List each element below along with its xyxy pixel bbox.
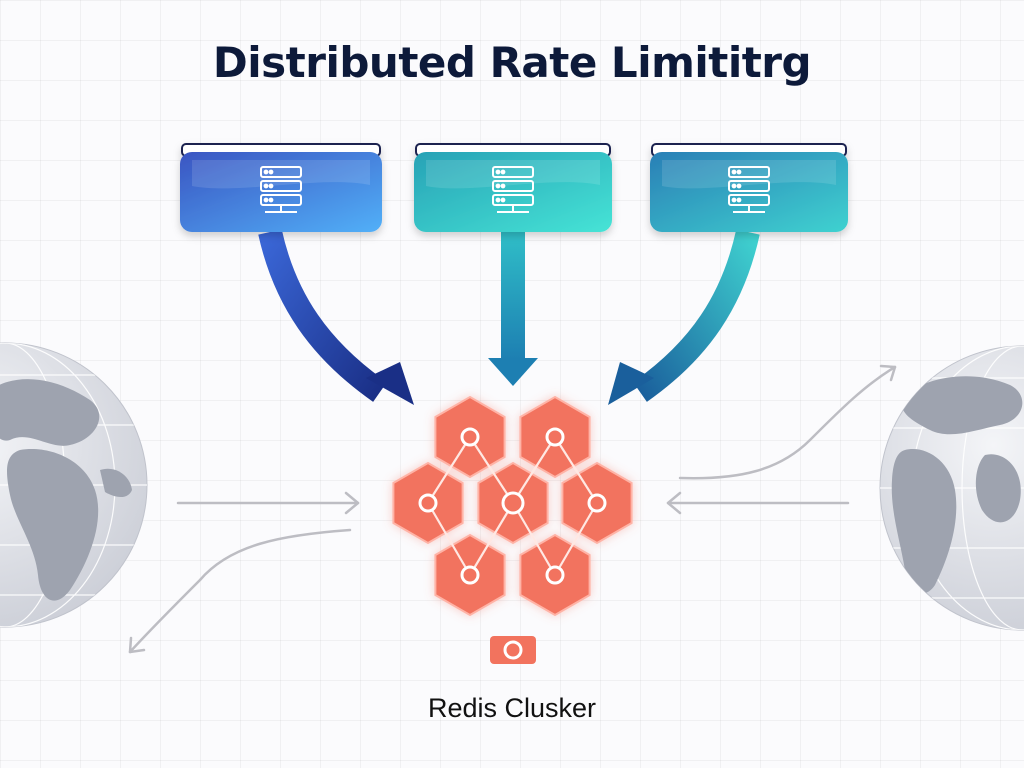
- cluster-node: [545, 565, 565, 585]
- left-globe: [0, 342, 148, 628]
- incoming-traffic-arrow: [176, 491, 360, 515]
- outgoing-traffic-arrow: [128, 528, 352, 654]
- redis-badge-icon: [490, 636, 536, 664]
- redis-cluster: [392, 395, 633, 617]
- server-arrow-right: [608, 229, 760, 405]
- diagram-title: Distributed Rate Limititrg: [212, 38, 812, 87]
- server-node-2: [414, 143, 612, 232]
- cluster-node: [460, 427, 480, 447]
- outgoing-traffic-arrow: [678, 364, 897, 480]
- redis-cluster-label: Redis Clusker: [427, 693, 597, 723]
- traffic-arrows-left: [128, 491, 360, 654]
- incoming-traffic-arrow: [666, 491, 850, 515]
- cluster-node: [501, 491, 525, 515]
- cluster-nodes: [418, 427, 607, 585]
- traffic-arrows-right: [666, 364, 897, 515]
- server-node-3: [650, 143, 848, 232]
- right-globe: [879, 345, 1024, 631]
- server-rack-icon: [728, 166, 770, 213]
- server-rack-icon: [260, 166, 302, 213]
- server-arrow-left: [258, 229, 414, 405]
- continent-shapes: [0, 379, 132, 601]
- continent-shapes: [891, 376, 1023, 594]
- server-rack-icon: [492, 166, 534, 213]
- cluster-node: [418, 493, 438, 513]
- cluster-node: [545, 427, 565, 447]
- cluster-node: [460, 565, 480, 585]
- server-arrow-middle: [488, 230, 538, 386]
- cluster-node: [587, 493, 607, 513]
- server-node-1: [180, 143, 382, 232]
